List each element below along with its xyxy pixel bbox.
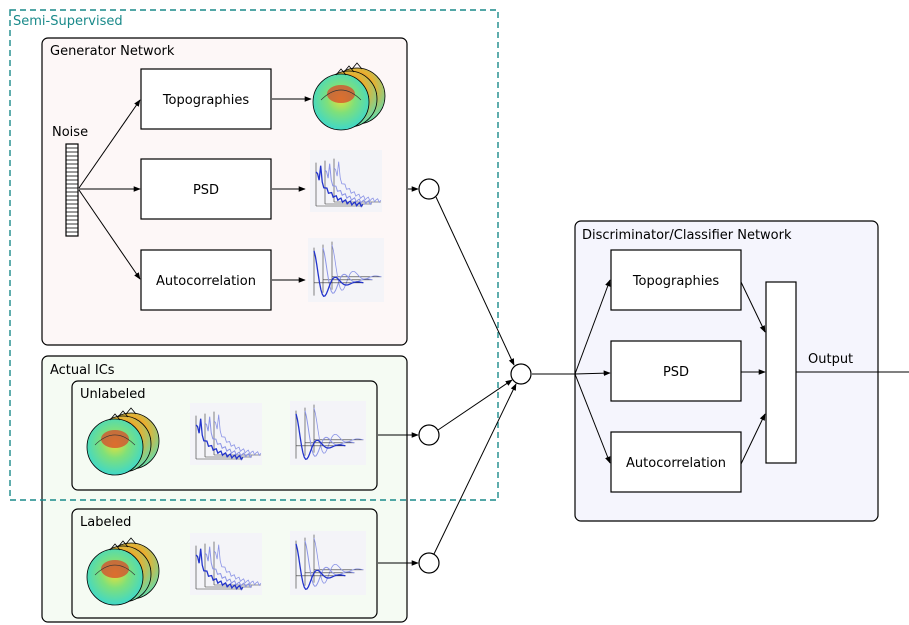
disc-topographies-box: [610, 249, 742, 311]
labeled-output-node: [418, 552, 440, 574]
semi-supervised-region: [9, 9, 499, 501]
disc-autocorrelation-box: [610, 431, 742, 493]
noise-vector: [65, 143, 79, 237]
arrow-labeled-node-to-merge: [433, 383, 517, 555]
gen-topographies-label: Topographies: [162, 93, 250, 108]
semi-supervised-label: Semi-Supervised: [13, 14, 123, 29]
unlabeled-title: Unlabeled: [80, 387, 145, 402]
unlabeled-topography-heads-image: [86, 407, 160, 476]
gen-autocorrelation-plot-image: [308, 238, 384, 302]
arrow-unlabeled-node-to-merge: [437, 379, 513, 431]
gen-psd-label: PSD: [193, 183, 219, 198]
unlabeled-autocorrelation-plot-image: [290, 401, 366, 465]
disc-autocorrelation-label: Autocorrelation: [626, 456, 726, 471]
labeled-topography-heads-image: [86, 537, 160, 606]
arrow-to-disc-topographies: [574, 279, 611, 375]
gen-autocorrelation-label: Autocorrelation: [156, 274, 256, 289]
gen-psd-box: [140, 158, 272, 220]
gen-topography-heads-image: [312, 62, 386, 131]
labeled-autocorrelation-plot-image: [290, 531, 366, 595]
arrow-to-disc-autocorrelation: [574, 373, 611, 464]
arrow-noise-to-topographies: [78, 99, 141, 189]
concat-layer: [765, 281, 797, 464]
actual-ics-title: Actual ICs: [50, 363, 115, 378]
noise-label: Noise: [52, 125, 88, 140]
arrow-noise-to-autocorrelation: [78, 189, 141, 280]
disc-topographies-label: Topographies: [632, 274, 720, 289]
labeled-title: Labeled: [80, 515, 131, 530]
labeled-psd-plot-image: [190, 533, 262, 595]
discriminator-network-title: Discriminator/Classifier Network: [582, 228, 792, 243]
arrow-disc-autocorrelation-to-concat: [740, 413, 766, 465]
arrow-disc-topographies-to-concat: [740, 281, 766, 333]
arrow-to-disc-psd: [574, 370, 611, 376]
disc-psd-box: [610, 340, 742, 402]
unlabeled-psd-plot-image: [190, 403, 262, 465]
gen-psd-plot-image: [310, 150, 382, 212]
disc-psd-label: PSD: [663, 365, 689, 380]
gen-topographies-box: [140, 68, 272, 130]
generator-output-node: [418, 178, 440, 200]
merge-node: [510, 363, 532, 385]
arrow-gen-node-to-merge: [435, 196, 515, 366]
generator-network-title: Generator Network: [50, 44, 175, 59]
gen-autocorrelation-box: [140, 249, 272, 311]
unlabeled-output-node: [418, 424, 440, 446]
output-label: Output: [808, 352, 853, 367]
